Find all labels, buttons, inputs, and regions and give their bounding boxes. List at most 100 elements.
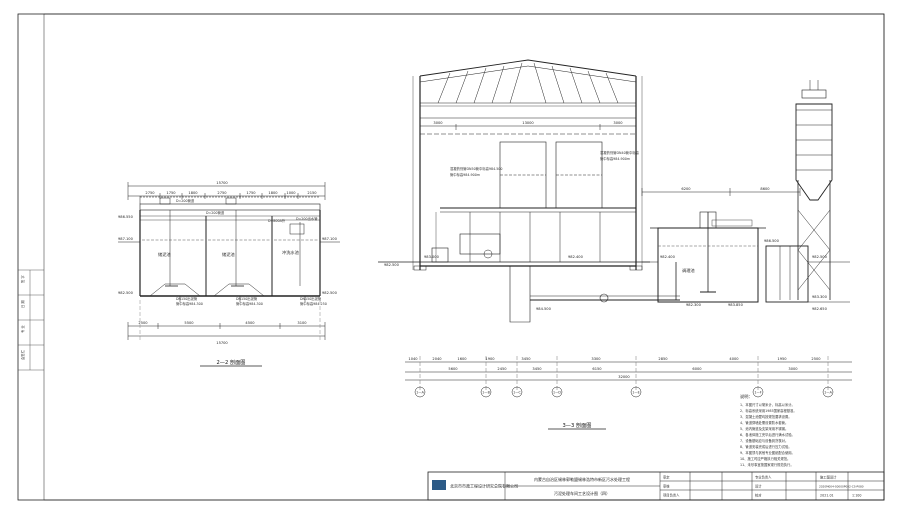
strip-major: 专 业 <box>20 325 25 333</box>
axis-1a: 1—A <box>416 391 424 395</box>
elev-33-4: 982.400 <box>660 255 676 259</box>
dim-33-r1-4: 1900 <box>485 357 495 361</box>
dim-33-r1-8: 4000 <box>729 357 739 361</box>
dim-22-top-2: 1750 <box>166 191 176 195</box>
elev-33-5: 982.500 <box>812 255 828 259</box>
dim-33-r1-1: 1040 <box>408 357 418 361</box>
dim-33-r1-10: 2500 <box>811 357 821 361</box>
elev-33-1: 982.500 <box>384 263 400 267</box>
axis-1a-end: 1—A <box>824 391 832 395</box>
elev-22-right-1: 987.100 <box>322 237 338 241</box>
drawing-date: 2021.01 <box>820 494 834 498</box>
section-3-3 <box>378 59 852 430</box>
elev-33-8: 983.850 <box>728 303 744 307</box>
project-name: 内蒙古自治区锡林郭勒盟锡林浩特市新区污水处理工程 <box>534 476 630 482</box>
dim-33-mid-2: 8600 <box>760 187 770 191</box>
dim-22-top-5: 1750 <box>246 191 256 195</box>
note-6: 6、各池体施工完毕后进行满水试验。 <box>740 432 795 437</box>
elev-22-right-2: 982.500 <box>322 291 338 295</box>
note-9: 9、本图须与其他专业图纸配合使用。 <box>740 450 795 455</box>
role-review: 审核 <box>663 484 670 489</box>
dim-33-r1-7: 2850 <box>658 357 668 361</box>
dim-22-bot-2: 5500 <box>184 321 194 325</box>
elev-22-left-3: 982.500 <box>118 291 134 295</box>
dim-22-bot-3: 4500 <box>245 321 255 325</box>
tank-label-conditioning: 调理池 <box>682 267 695 274</box>
annot-33-4: 管中标高984.900m <box>600 156 630 161</box>
dim-33-r2-5: 6000 <box>692 367 702 371</box>
dim-33-r2-6: 3000 <box>788 367 798 371</box>
tank-label-sludge-2: 储泥池 <box>222 251 235 258</box>
dim-22-top-3: 1800 <box>188 191 198 195</box>
bottom-note-1: DN150出泥管 <box>176 296 198 301</box>
axis-1e: 1—E <box>632 391 639 395</box>
pipe-note-1: D=200管道 <box>176 198 195 203</box>
elev-22-left-1: 986.550 <box>118 215 134 219</box>
dim-33-r1-5: 3450 <box>521 357 531 361</box>
notes-block: 说明： 1、本图尺寸以毫米计，标高以米计。 2、标高系统采用1985国家高程基准… <box>740 393 797 467</box>
section-2-2 <box>118 182 340 367</box>
dim-22-bot-1: 2500 <box>138 321 148 325</box>
strip-countersign: 会签栏 <box>20 349 25 360</box>
dim-22-total-top: 15700 <box>216 181 228 185</box>
dim-22-top-6: 1800 <box>268 191 278 195</box>
axis-1c: 1—C <box>513 391 521 395</box>
role-check: 校对 <box>755 493 762 498</box>
drawing-number: 2020M004-S0000P002-CS-P080 <box>819 485 864 489</box>
strip-date: 日 期 <box>20 300 25 308</box>
dim-22-top-8: 2150 <box>307 191 317 195</box>
elev-33-6: 982.300 <box>686 303 702 307</box>
note-3: 3、混凝土池壁均按规范要求设置。 <box>740 414 792 419</box>
dim-33-total: 32000 <box>618 375 630 379</box>
dim-33-mid-1: 6200 <box>681 187 691 191</box>
pipe-note-3: D=800A外 <box>268 218 286 223</box>
note-1: 1、本图尺寸以毫米计，标高以米计。 <box>740 402 795 407</box>
dim-33-r1-2: 2040 <box>432 357 442 361</box>
design-stage: 施工图设计 <box>820 475 837 480</box>
dim-33-r1-9: 1950 <box>777 357 787 361</box>
drawing-scale: 1:100 <box>852 494 862 498</box>
left-strip: 签 字 日 期 专 业 会签栏 <box>18 269 44 371</box>
dim-33-r2-2: 2450 <box>497 367 507 371</box>
dim-22-total-bottom: 15700 <box>216 341 228 345</box>
title-block-text: 北京市市政工程设计研究总院有限公司 内蒙古自治区锡林郭勒盟锡林浩特市新区污水处理… <box>450 475 864 498</box>
dim-33-r2-1: 5600 <box>448 367 458 371</box>
tank-label-sludge-1: 储泥池 <box>158 251 171 258</box>
strip-sign: 签 字 <box>20 275 25 283</box>
dim-33-top-2: 13000 <box>522 121 534 125</box>
section-2-2-title: 2—2 剖面图 <box>217 358 246 366</box>
axis-1f: 1—F <box>754 391 761 395</box>
annot-33-3: 混凝药剂管DN40管中标高 <box>600 150 640 155</box>
axis-1b: 1—B <box>482 391 490 395</box>
elev-22-left-2: 987.100 <box>118 237 134 241</box>
role-approve: 审定 <box>663 475 670 480</box>
bottom-note-6: 管中标高984.250 <box>300 301 327 306</box>
dim-33-top-3: 3000 <box>613 121 623 125</box>
section-3-3-title: 3—3 剖面图 <box>563 421 592 429</box>
elev-33-3: 983.000 <box>424 255 440 259</box>
title-block <box>427 471 885 501</box>
dim-33-r1-6: 3300 <box>591 357 601 361</box>
elev-33-11: 982.650 <box>812 307 828 311</box>
elev-33-9: 984.500 <box>536 307 552 311</box>
dim-33-r2-4: 6150 <box>592 367 602 371</box>
dim-33-r1-3: 1600 <box>457 357 467 361</box>
note-11: 11、未尽事宜按国家现行规范执行。 <box>740 462 794 467</box>
org-name: 北京市市政工程设计研究总院有限公司 <box>450 483 518 489</box>
dim-22-top-1: 2750 <box>145 191 155 195</box>
section-3-3-text: 3000 13000 3000 6200 8600 调理池 混凝药剂管DN50管… <box>384 121 833 429</box>
bottom-note-2: 管中标高984.300 <box>176 301 203 306</box>
dim-22-bot-4: 3100 <box>297 321 307 325</box>
dim-22-top-4: 2750 <box>217 191 227 195</box>
note-10: 10、施工时应严格执行相关规范。 <box>740 456 790 461</box>
bottom-note-5: DN150出泥管 <box>300 296 322 301</box>
role-design: 设计 <box>755 484 762 489</box>
pipe-note-2: D=200管道 <box>206 210 225 215</box>
notes-heading: 说明： <box>740 393 753 400</box>
bottom-note-3: DN150出泥管 <box>236 296 258 301</box>
role-lead: 专业负责人 <box>755 475 772 480</box>
pipe-note-4: D=200出水管 <box>296 216 318 221</box>
bottom-note-4: 管中标高984.300 <box>236 301 263 306</box>
elev-33-7: 986.500 <box>764 239 780 243</box>
role-pm: 项目负责人 <box>663 493 680 498</box>
